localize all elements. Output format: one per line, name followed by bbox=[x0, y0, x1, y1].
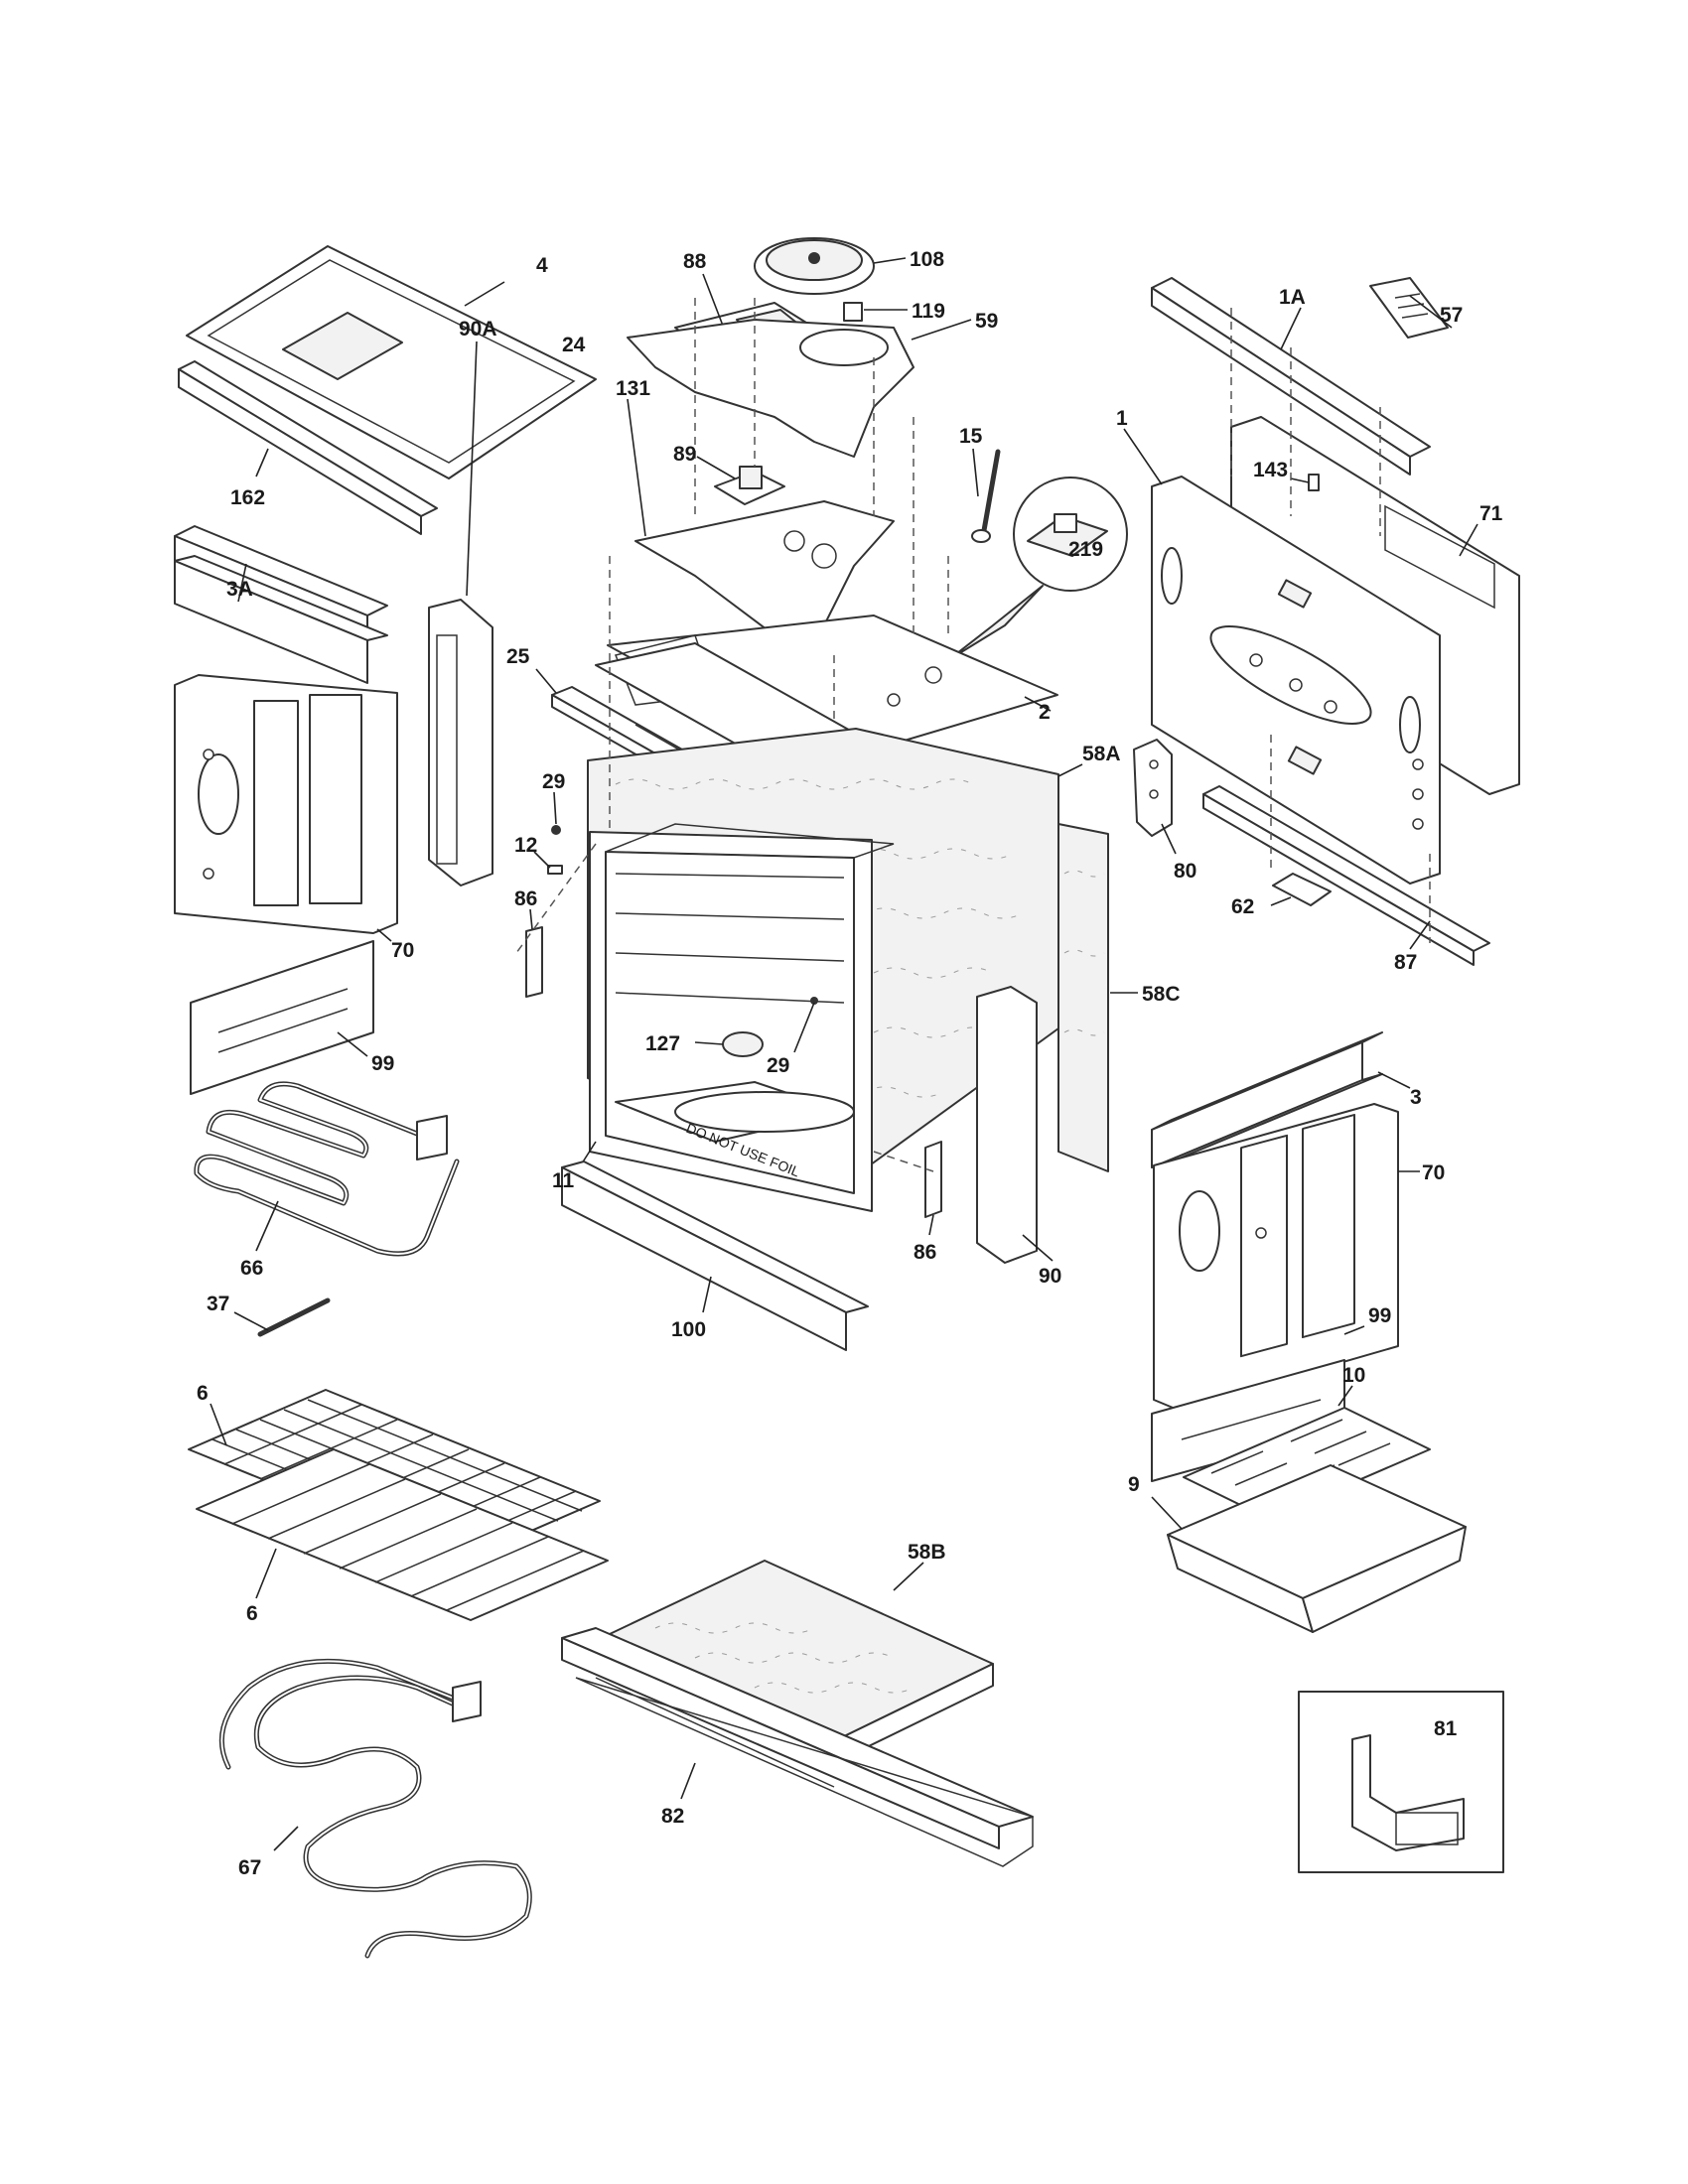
part-29-screw-outer bbox=[551, 791, 561, 835]
assembly-lines-oven bbox=[515, 556, 934, 1172]
callout-10: 10 bbox=[1342, 1364, 1365, 1387]
callout-9: 9 bbox=[1128, 1473, 1140, 1496]
callout-87: 87 bbox=[1394, 951, 1417, 974]
part-57-vent-cover bbox=[1369, 277, 1453, 339]
callout-57: 57 bbox=[1440, 304, 1463, 327]
part-1-rear-wall bbox=[1123, 428, 1441, 885]
callout-25: 25 bbox=[506, 645, 530, 668]
part-131-duct bbox=[627, 398, 895, 646]
callout-86-right: 86 bbox=[914, 1241, 936, 1264]
callout-labels: 4 162 88 108 119 59 1A 57 89 15 131 219 … bbox=[197, 248, 1503, 1879]
part-119-fan-clip bbox=[843, 302, 908, 322]
callout-80: 80 bbox=[1174, 860, 1196, 883]
callout-89: 89 bbox=[673, 443, 696, 466]
part-86-hinge-right bbox=[924, 1141, 942, 1236]
part-127-fan-blade bbox=[694, 1031, 764, 1057]
callout-6-lower: 6 bbox=[246, 1602, 258, 1625]
part-9-broiler-pan bbox=[1151, 1464, 1467, 1633]
callout-1: 1 bbox=[1116, 407, 1128, 430]
callout-143: 143 bbox=[1253, 459, 1288, 481]
callout-131: 131 bbox=[616, 377, 650, 400]
part-15-sensor bbox=[971, 448, 1001, 543]
callout-66: 66 bbox=[240, 1257, 263, 1280]
callout-90: 90 bbox=[1039, 1265, 1061, 1288]
callout-70-right: 70 bbox=[1422, 1161, 1445, 1184]
part-12-hinge-pin bbox=[533, 851, 563, 875]
callout-3a: 3A bbox=[226, 578, 253, 601]
part-162-rail bbox=[178, 360, 438, 535]
callout-86-left: 86 bbox=[514, 887, 537, 910]
callout-11: 11 bbox=[552, 1169, 575, 1192]
callout-62: 62 bbox=[1231, 895, 1254, 918]
callout-58c: 58C bbox=[1142, 983, 1181, 1006]
callout-127: 127 bbox=[645, 1032, 680, 1055]
callout-4: 4 bbox=[536, 254, 548, 277]
callout-58a: 58A bbox=[1082, 743, 1121, 765]
callout-81: 81 bbox=[1434, 1717, 1458, 1740]
callout-29-outer: 29 bbox=[542, 770, 565, 793]
part-82-bottom-frame bbox=[561, 1627, 1034, 1867]
callout-3: 3 bbox=[1410, 1086, 1422, 1109]
callout-162: 162 bbox=[230, 486, 265, 509]
part-3a-side-rail bbox=[174, 525, 388, 684]
part-6-oven-rack-lower bbox=[196, 1448, 609, 1621]
callout-119: 119 bbox=[912, 300, 945, 323]
callout-88: 88 bbox=[683, 250, 707, 273]
part-29-screw-inner bbox=[793, 997, 818, 1053]
part-86-hinge-left bbox=[525, 908, 543, 998]
part-143-clip bbox=[1290, 474, 1320, 491]
callout-70-left: 70 bbox=[391, 939, 414, 962]
callout-1a: 1A bbox=[1279, 286, 1306, 309]
part-81-inset-box bbox=[1298, 1691, 1504, 1873]
callout-100: 100 bbox=[671, 1318, 706, 1341]
callout-71: 71 bbox=[1479, 502, 1503, 525]
part-11-oven-liner: DO NOT USE FOIL bbox=[581, 823, 895, 1212]
part-70-side-panel-right bbox=[1153, 1103, 1420, 1411]
callout-67: 67 bbox=[238, 1856, 261, 1879]
assembly-lines-right bbox=[1230, 308, 1431, 943]
part-89-switch bbox=[696, 456, 785, 505]
callout-99-left: 99 bbox=[371, 1052, 394, 1075]
part-108-fan-motor bbox=[754, 237, 907, 295]
part-70-side-panel-left bbox=[174, 674, 398, 942]
callout-90a: 90A bbox=[459, 318, 497, 341]
callout-24: 24 bbox=[562, 334, 586, 356]
part-100-front-trim bbox=[561, 1160, 869, 1351]
part-3-side-rail-right bbox=[1151, 1031, 1411, 1168]
callout-29-inner: 29 bbox=[767, 1054, 789, 1077]
part-4-top-panel bbox=[186, 245, 597, 479]
part-67-bake-element bbox=[218, 1658, 532, 1959]
part-219-thermostat-detail bbox=[947, 477, 1128, 661]
callout-82: 82 bbox=[661, 1805, 684, 1828]
part-80-bracket bbox=[1133, 739, 1177, 855]
callout-99-right: 99 bbox=[1368, 1304, 1391, 1327]
part-66-broil-element bbox=[194, 1081, 460, 1257]
callout-59: 59 bbox=[975, 310, 998, 333]
part-59-fan-housing bbox=[627, 319, 972, 458]
callout-12: 12 bbox=[514, 834, 537, 857]
callout-58b: 58B bbox=[908, 1541, 946, 1564]
callout-108: 108 bbox=[910, 248, 944, 271]
part-90a-trim-left bbox=[428, 341, 493, 887]
part-99-lower-rail-left bbox=[190, 940, 374, 1095]
callout-37: 37 bbox=[207, 1293, 229, 1315]
part-37-probe bbox=[233, 1297, 331, 1337]
part-62-terminal-block bbox=[1270, 873, 1332, 906]
callout-15: 15 bbox=[959, 425, 983, 448]
callout-6-upper: 6 bbox=[197, 1382, 209, 1405]
callout-219: 219 bbox=[1068, 538, 1103, 561]
callout-2: 2 bbox=[1039, 701, 1051, 724]
part-90-trim-right bbox=[976, 986, 1054, 1264]
part-58c-insulation-side bbox=[1057, 823, 1138, 1172]
